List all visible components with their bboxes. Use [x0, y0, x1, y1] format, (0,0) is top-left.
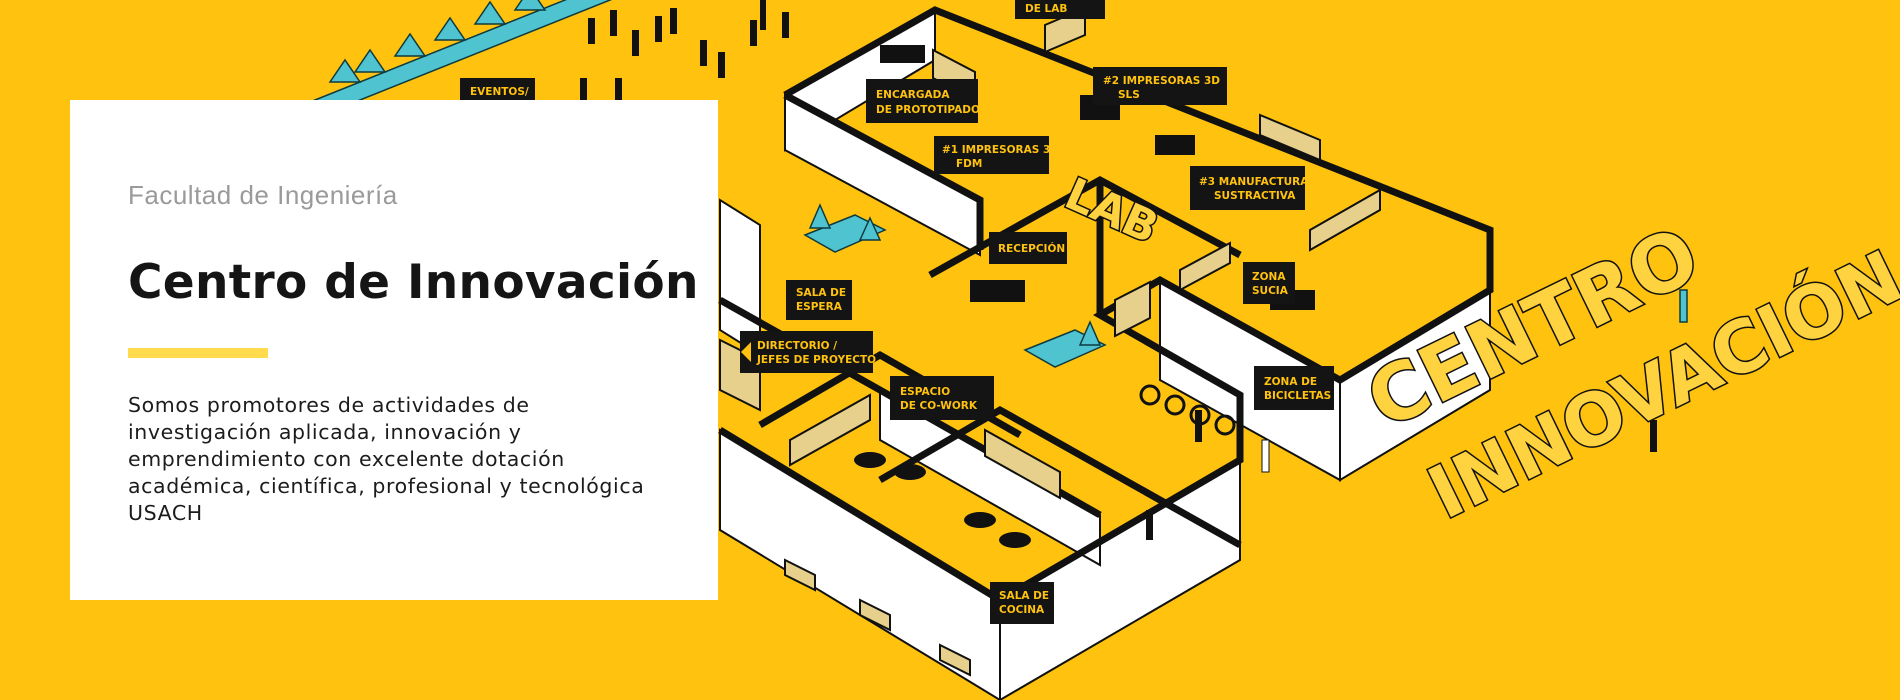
- svg-text:RECEPCIÓN: RECEPCIÓN: [998, 242, 1065, 255]
- svg-text:COCINA: COCINA: [999, 604, 1045, 616]
- lab-sign: LAB: [1056, 167, 1167, 255]
- label-eventos: EVENTOS/: [460, 78, 535, 102]
- lab-sign-text: LAB: [1058, 168, 1166, 253]
- label-impresoras-fdm: #1 IMPRESORAS 3D FDM: [934, 136, 1059, 174]
- label-lab: DE LAB: [1015, 0, 1105, 19]
- svg-text:#2 IMPRESORAS 3D: #2 IMPRESORAS 3D: [1103, 75, 1220, 87]
- centro-innovacion-lettering: CENTRO INNOVACIÓN: [1352, 209, 1900, 537]
- label-encargada-prototipado: ENCARGADA DE PROTOTIPADO: [866, 79, 980, 123]
- label-sala-espera: SALA DE ESPERA: [786, 280, 852, 320]
- svg-text:SALA DE: SALA DE: [999, 590, 1049, 602]
- svg-text:FDM: FDM: [956, 158, 982, 170]
- label-cowork: ESPACIO DE CO-WORK: [890, 376, 994, 420]
- svg-text:ZONA: ZONA: [1252, 271, 1286, 283]
- description-text: Somos promotores de actividades de inves…: [128, 393, 645, 525]
- label-zona-sucia: ZONA SUCIA: [1243, 262, 1295, 304]
- svg-text:SUCIA: SUCIA: [1252, 285, 1289, 297]
- svg-text:DE LAB: DE LAB: [1025, 3, 1067, 15]
- svg-text:#3 MANUFACTURA: #3 MANUFACTURA: [1199, 176, 1309, 188]
- svg-text:ENCARGADA: ENCARGADA: [876, 89, 950, 101]
- svg-text:BICICLETAS: BICICLETAS: [1264, 390, 1331, 402]
- page-title: Centro de Innovación: [128, 255, 699, 310]
- svg-text:EVENTOS/: EVENTOS/: [470, 86, 529, 98]
- svg-text:JEFES DE PROYECTO: JEFES DE PROYECTO: [756, 354, 876, 366]
- people-crowd: [580, 0, 789, 104]
- accent-divider: [128, 348, 268, 358]
- tree-row: [313, 0, 612, 111]
- label-impresoras-sls: #2 IMPRESORAS 3D SLS: [1093, 67, 1227, 105]
- intro-card: Facultad de Ingeniería Centro de Innovac…: [70, 100, 718, 600]
- label-recepcion: RECEPCIÓN: [989, 232, 1067, 264]
- svg-text:ZONA DE: ZONA DE: [1264, 376, 1317, 388]
- svg-text:DE PROTOTIPADO: DE PROTOTIPADO: [876, 104, 980, 116]
- svg-text:DE CO-WORK: DE CO-WORK: [900, 400, 978, 412]
- svg-text:SUSTRACTIVA: SUSTRACTIVA: [1214, 190, 1296, 202]
- svg-text:SALA DE: SALA DE: [796, 287, 846, 299]
- svg-text:SLS: SLS: [1118, 89, 1140, 101]
- svg-text:ESPERA: ESPERA: [796, 301, 843, 313]
- svg-text:#1 IMPRESORAS 3D: #1 IMPRESORAS 3D: [942, 144, 1059, 156]
- svg-text:ESPACIO: ESPACIO: [900, 386, 950, 398]
- label-manufactura: #3 MANUFACTURA SUSTRACTIVA: [1190, 166, 1309, 210]
- label-bicicletas: ZONA DE BICICLETAS: [1254, 366, 1334, 410]
- faculty-subtitle: Facultad de Ingeniería: [128, 180, 398, 210]
- svg-text:DIRECTORIO /: DIRECTORIO /: [757, 340, 837, 352]
- label-cocina: SALA DE COCINA: [990, 582, 1054, 624]
- label-directorio: DIRECTORIO / JEFES DE PROYECTO: [740, 331, 876, 373]
